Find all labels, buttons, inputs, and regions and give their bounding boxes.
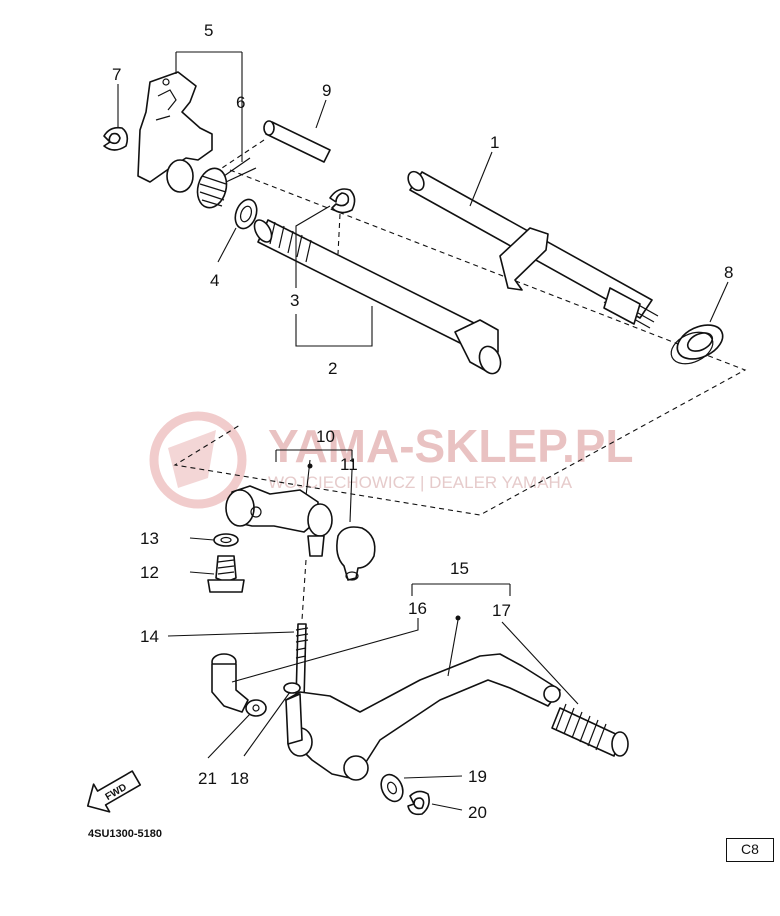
leader-2: [295, 306, 373, 347]
part-20-circlip: [407, 790, 430, 816]
leader-12: [189, 571, 215, 575]
label-part-9: 9: [322, 81, 331, 100]
label-part-8: 8: [724, 263, 733, 282]
watermark-subtitle: WOJCIECHOWICZ | DEALER YAMAHA: [268, 473, 573, 492]
leader-9: [315, 99, 327, 129]
leader-8: [709, 281, 729, 323]
label-part-15: 15: [450, 559, 469, 578]
part-11-boot: [336, 526, 376, 581]
part-1-shaft: [407, 170, 659, 329]
label-part-11: 11: [340, 455, 358, 474]
leader-19: [403, 775, 463, 779]
label-part-14: 14: [140, 627, 159, 646]
part-12-bolt: [207, 555, 245, 593]
leader-15: [411, 583, 511, 596]
leader-5-6: [175, 51, 243, 162]
label-part-1: 1: [490, 133, 499, 152]
label-part-19: 19: [468, 767, 487, 786]
label-part-17: 17: [492, 601, 511, 620]
leader-17: [501, 621, 579, 705]
part-6-spring: [196, 157, 257, 209]
label-part-18: 18: [230, 769, 249, 788]
figure-code: 4SU1300-5180: [88, 828, 163, 840]
leader-21: [207, 713, 251, 759]
part-8-seal: [670, 324, 724, 365]
part-13-washer: [213, 533, 239, 547]
leader-10-11: [275, 449, 353, 462]
part-17-pedal-rubber: [543, 685, 629, 757]
label-part-12: 12: [140, 563, 159, 582]
assembly-outline-upper: [173, 169, 747, 516]
part-7-circlip: [103, 126, 129, 151]
part-9-pin: [263, 120, 331, 163]
part-4-washer: [234, 198, 258, 230]
label-part-2: 2: [328, 359, 337, 378]
leader-20: [431, 803, 463, 811]
label-part-21: 21: [198, 769, 217, 788]
part-19-washer: [380, 773, 404, 803]
part-2-shaft: [253, 219, 502, 375]
label-part-4: 4: [210, 271, 219, 290]
leader-14: [167, 631, 295, 637]
part-14-rod: [295, 559, 309, 701]
watermark-logo-icon: [149, 411, 247, 509]
leader-3: [295, 205, 331, 288]
fwd-arrow-icon: FWD: [86, 770, 142, 813]
part-10-shift-rod: [225, 485, 333, 557]
watermark-logo-mark: [168, 430, 216, 488]
watermark-title: YAMA-SKLEP.PL: [268, 420, 634, 472]
leader-4: [217, 227, 237, 263]
watermark: YAMA-SKLEP.PL WOJCIECHOWICZ | DEALER YAM…: [149, 411, 634, 509]
label-part-10: 10: [316, 427, 335, 446]
leader-pedal: [447, 619, 459, 677]
page-badge: C8: [726, 838, 774, 862]
part-15-shift-pedal: [283, 653, 561, 781]
label-part-7: 7: [112, 65, 121, 84]
leader-16: [231, 618, 419, 683]
part-21-joint: [211, 653, 267, 717]
label-part-6: 6: [236, 93, 245, 112]
label-part-3: 3: [290, 291, 299, 310]
part-5-shift-arm: [137, 71, 213, 193]
label-part-16: 16: [408, 599, 427, 618]
part-3-circlip: [329, 188, 356, 214]
label-part-5: 5: [204, 21, 213, 40]
leader-1: [469, 151, 493, 207]
label-part-13: 13: [140, 529, 159, 548]
label-part-20: 20: [468, 803, 487, 822]
leader-18: [243, 691, 291, 757]
leader-13: [189, 537, 215, 541]
